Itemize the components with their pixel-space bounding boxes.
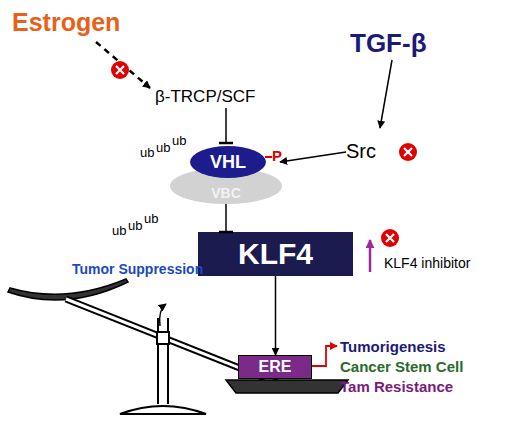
activation-arrow: [380, 60, 392, 128]
node-label: VBC: [211, 185, 241, 201]
phosphate-mark: P: [272, 148, 282, 163]
ubiquitin-tag: ub: [140, 146, 154, 159]
node-label: KLF4: [238, 237, 313, 271]
block-cross: [116, 66, 124, 74]
element-box: ERE: [238, 355, 312, 379]
signal-name: TGF-β: [350, 30, 427, 56]
ubiquitin-tag: ub: [172, 134, 186, 147]
kinase-name: Src: [346, 141, 376, 161]
protein-box: KLF4: [198, 232, 353, 276]
block-symbol: [399, 143, 417, 161]
inhibitor-label: KLF4 inhibitor: [384, 256, 470, 270]
outcome-label: Tumorigenesis: [340, 339, 446, 354]
output-arrow: [312, 346, 337, 366]
ubiquitin-tag: ub: [128, 219, 142, 232]
dashed-arrow: [96, 42, 150, 88]
activation-arrow: [280, 152, 346, 162]
activation-connector: [275, 276, 277, 355]
ubiquitin-tag: ub: [156, 141, 170, 154]
right-pan: [226, 380, 348, 393]
ubiquitin-tag: ub: [144, 212, 158, 225]
oval-shape: [170, 168, 282, 204]
protein-oval: VHL: [190, 146, 266, 178]
outcome-label: Cancer Stem Cell: [340, 359, 463, 374]
block-circle: [111, 61, 129, 79]
scale-post: [158, 318, 168, 404]
block-cross: [404, 148, 412, 156]
signal-name: Estrogen: [12, 10, 120, 35]
phosphate-bond: [265, 156, 272, 158]
node-label: VHL: [210, 152, 246, 173]
increase-arrow: [369, 240, 372, 272]
node-label: ERE: [259, 358, 292, 376]
block-circle: [399, 143, 417, 161]
outcome-label: Tumor Suppression: [72, 262, 203, 276]
outcome-label: Tam Resistance: [340, 379, 453, 394]
ubiquitin-tag: ub: [112, 224, 126, 237]
balance-scale: [8, 279, 348, 414]
oval-shape: [190, 146, 266, 178]
block-circle: [381, 229, 399, 247]
block-symbol: [111, 61, 129, 79]
inhibition-connector: [225, 204, 227, 232]
inhibition-line: [225, 108, 227, 143]
block-symbol: [381, 229, 399, 247]
tilt-arrow: [160, 304, 166, 326]
scale-pivot: [157, 332, 169, 344]
block-cross: [386, 234, 394, 242]
scale-base: [120, 406, 206, 414]
complex-name: β-TRCP/SCF: [155, 88, 255, 105]
